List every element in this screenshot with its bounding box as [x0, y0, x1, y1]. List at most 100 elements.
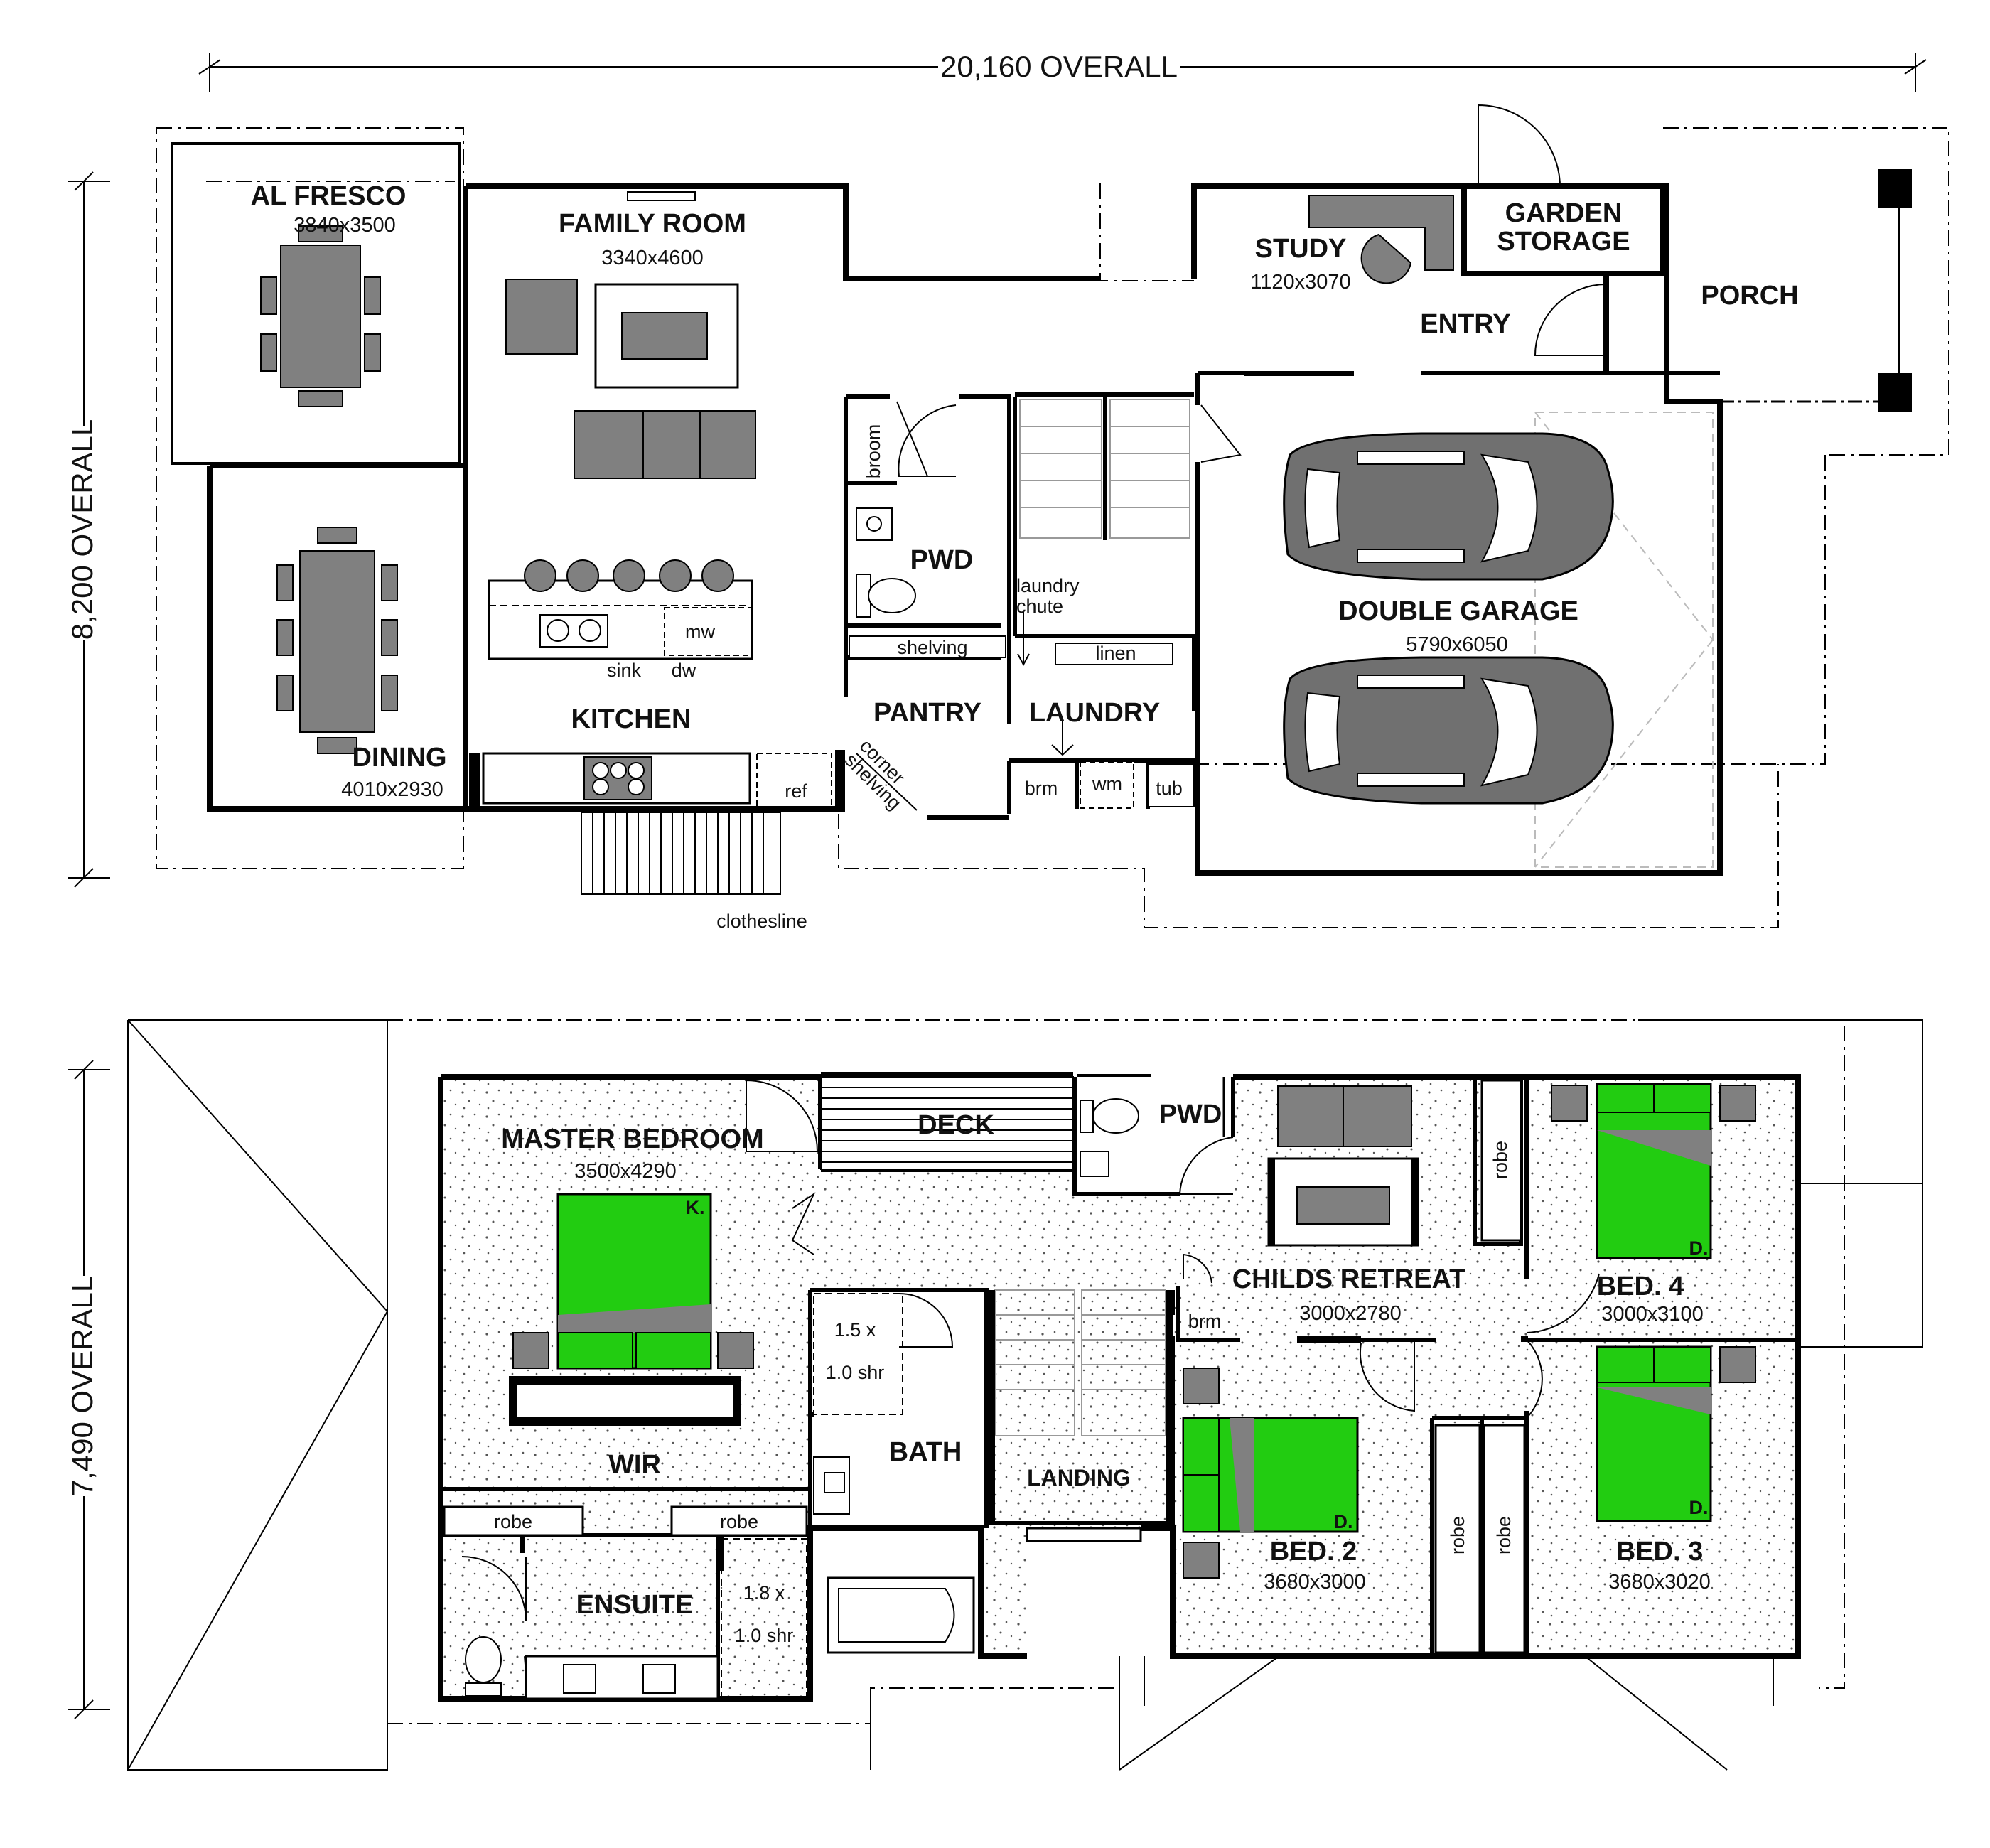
label-broom: broom — [863, 424, 884, 479]
label-linen: linen — [1095, 643, 1136, 664]
label-robe-bed2: robe — [1447, 1516, 1468, 1554]
label-shelving: shelving — [897, 637, 967, 658]
label-bed-4-d: D. — [1689, 1237, 1709, 1259]
label-ensuite: ENSUITE — [576, 1590, 694, 1620]
label-laundry: LAUNDRY — [1029, 698, 1160, 728]
label-study: STUDY — [1255, 234, 1347, 264]
ensuite-door-swing — [461, 1556, 527, 1621]
label-brm-ground: brm — [1025, 778, 1058, 799]
clothesline — [581, 812, 781, 895]
study-desk — [1308, 195, 1454, 271]
label-robe-bed3: robe — [1493, 1516, 1515, 1554]
label-shower-b-2: 1.0 shr — [735, 1625, 794, 1646]
ground-walls — [207, 183, 1723, 876]
retreat-sofa — [1277, 1085, 1412, 1147]
label-robe-right: robe — [720, 1511, 758, 1532]
overall-dimension-upper-depth: 7,490 OVERALL — [65, 1060, 110, 1719]
kitchen-bench — [469, 750, 845, 812]
label-deck: DECK — [918, 1110, 994, 1140]
porch-column-top — [1878, 169, 1912, 208]
ensuite-toilet — [465, 1636, 502, 1683]
label-shower-b-1: 1.8 x — [743, 1582, 785, 1603]
label-landing: LANDING — [1027, 1465, 1131, 1490]
retreat-door-swing — [1359, 1340, 1415, 1412]
label-wir: WIR — [608, 1450, 661, 1480]
dim-bed-3: 3680x3020 — [1608, 1571, 1711, 1594]
label-bed-4: BED. 4 — [1597, 1272, 1684, 1301]
label-wm: wm — [1092, 773, 1122, 795]
label-bath: BATH — [889, 1437, 962, 1467]
upper-eave-outline — [387, 1019, 1845, 1724]
label-bed-3-d: D. — [1689, 1497, 1709, 1518]
label-family-room: FAMILY ROOM — [559, 209, 746, 239]
master-robe-right — [670, 1505, 808, 1537]
dim-family-room: 3340x4600 — [601, 247, 704, 269]
bath-room — [813, 1293, 975, 1654]
label-shower-a-2: 1.0 shr — [826, 1362, 885, 1383]
entry-door-swing — [1478, 104, 1561, 187]
tub — [1147, 763, 1195, 807]
overall-upper-depth-label: 7,490 OVERALL — [65, 1276, 99, 1497]
wm — [1080, 761, 1134, 809]
kitchen-island — [488, 559, 753, 660]
dim-bed-2: 3680x3000 — [1264, 1571, 1366, 1594]
al-fresco-table — [260, 225, 381, 407]
shelving — [849, 635, 1006, 658]
garden-storage-door-swing — [1534, 284, 1607, 356]
overall-dimension-ground-depth: 8,200 OVERALL — [65, 171, 110, 888]
label-bed-2-d: D. — [1334, 1511, 1353, 1532]
pwd-basin — [856, 507, 893, 541]
car-bottom — [1283, 656, 1614, 805]
porch-column-bottom — [1878, 373, 1912, 412]
label-porch: PORCH — [1701, 281, 1798, 311]
dim-dining: 4010x2930 — [341, 778, 443, 801]
label-clothesline: clothesline — [716, 910, 807, 932]
ground-stairs — [1019, 399, 1190, 539]
pwd-door-swing — [898, 404, 957, 477]
label-ref: ref — [785, 780, 807, 802]
dim-childs-retreat: 3000x2780 — [1299, 1302, 1402, 1325]
dim-bed-4: 3000x3100 — [1601, 1303, 1704, 1326]
family-room-furniture — [505, 191, 756, 479]
label-kitchen: KITCHEN — [571, 704, 692, 734]
study-chair — [1360, 233, 1412, 284]
dim-al-fresco: 3840x3500 — [294, 214, 396, 237]
label-sink: sink — [607, 660, 642, 681]
ensuite-vanity — [525, 1655, 719, 1700]
bed-3-robe — [1483, 1424, 1526, 1654]
label-robe-left: robe — [494, 1511, 532, 1532]
upper-roof-outline — [127, 1019, 1923, 1771]
pwd-toilet — [868, 578, 916, 613]
linen — [1055, 643, 1173, 665]
label-pwd-upper: PWD — [1159, 1100, 1222, 1129]
label-garden-storage-1: GARDEN — [1505, 198, 1623, 228]
dim-double-garage: 5790x6050 — [1406, 633, 1508, 656]
ground-floor — [156, 104, 1949, 928]
master-bench — [509, 1376, 741, 1426]
broom-door-swing — [896, 401, 928, 477]
master-robe-left — [443, 1505, 584, 1537]
dim-study: 1120x3070 — [1250, 271, 1350, 294]
label-al-fresco: AL FRESCO — [251, 181, 407, 211]
label-garden-storage-2: STORAGE — [1497, 227, 1630, 257]
label-entry: ENTRY — [1420, 309, 1510, 339]
master-door-swing — [746, 1079, 819, 1152]
overall-width-label: 20,160 OVERALL — [940, 50, 1178, 83]
label-bed-3: BED. 3 — [1616, 1537, 1703, 1567]
label-dining: DINING — [353, 743, 447, 773]
label-brm-upper: brm — [1188, 1311, 1222, 1332]
ensuite-shower — [721, 1538, 807, 1699]
label-robe-bed4: robe — [1490, 1141, 1511, 1179]
label-double-garage: DOUBLE GARAGE — [1338, 596, 1578, 626]
label-childs-retreat: CHILDS RETREAT — [1232, 1264, 1466, 1294]
label-tub: tub — [1156, 778, 1183, 799]
label-bed-2: BED. 2 — [1270, 1537, 1357, 1567]
label-bed-master-k: K. — [686, 1197, 705, 1218]
dim-master-bedroom: 3500x4290 — [574, 1160, 677, 1183]
dining-table — [276, 527, 398, 754]
overall-dimension-width: 20,160 OVERALL — [198, 50, 1927, 92]
bed-2-robe — [1434, 1424, 1481, 1654]
upper-roof-diagonals — [1119, 1655, 1774, 1771]
label-pantry: PANTRY — [873, 698, 981, 728]
label-mw: mw — [685, 621, 715, 643]
